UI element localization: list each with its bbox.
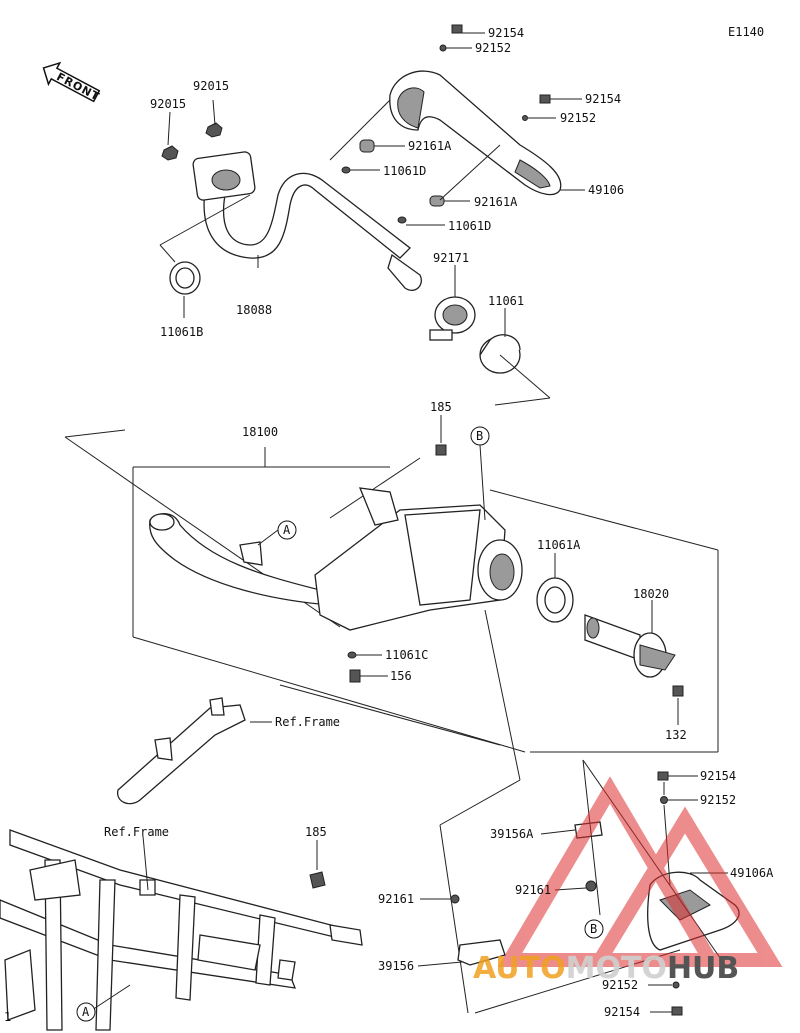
- muffler-18100: [149, 487, 523, 631]
- label-39156: 39156: [378, 959, 414, 973]
- frame-edge-label: 1: [4, 1010, 11, 1024]
- gasket-11061a: [536, 577, 574, 623]
- label-92015-b: 92015: [193, 79, 229, 93]
- nut-92015-b: [205, 122, 223, 138]
- front-arrow-icon: FRONT: [42, 61, 102, 104]
- bolt-92154-top: [451, 24, 463, 34]
- clamp-92171: [429, 296, 476, 341]
- watermark-text: AUTOMOTOHUB: [473, 951, 739, 986]
- bolt-132: [672, 685, 684, 697]
- bolt-185-bottom: [309, 871, 326, 889]
- callout-a-frame-label: A: [82, 1005, 90, 1019]
- callout-b-bottom-label: B: [590, 922, 597, 936]
- label-49106a: 49106A: [730, 866, 774, 880]
- callout-a-label: A: [283, 523, 291, 537]
- frame-bracket-ref: [117, 697, 246, 805]
- header-pipe-18088: [192, 151, 422, 291]
- label-11061d-1: 11061D: [383, 164, 426, 178]
- callout-a-frame-circle: [76, 1002, 96, 1022]
- label-92154-mid: 92154: [585, 92, 621, 106]
- label-11061c: 11061C: [385, 648, 428, 662]
- label-92161-l: 92161: [378, 892, 414, 906]
- label-185-bottom: 185: [305, 825, 327, 839]
- bolt-92154-bot: [671, 1006, 683, 1016]
- label-132: 132: [665, 728, 687, 742]
- callout-b-label: B: [476, 429, 483, 443]
- washer-92152-mid: [522, 115, 528, 121]
- label-92161-r: 92161: [515, 883, 551, 897]
- label-39156a: 39156A: [490, 827, 534, 841]
- label-18088: 18088: [236, 303, 272, 317]
- leader-lines-frame: [91, 835, 318, 1011]
- label-92154-top: 92154: [488, 26, 524, 40]
- spark-arrester-18020: [584, 614, 676, 678]
- watermark-hub: HUB: [667, 951, 739, 986]
- watermark-auto: AUTO: [473, 951, 566, 986]
- watermark-logo: [497, 776, 783, 967]
- leader-lines-top: [159, 32, 585, 406]
- label-18020: 18020: [633, 587, 669, 601]
- label-92015-a: 92015: [150, 97, 186, 111]
- label-49106: 49106: [588, 183, 624, 197]
- label-11061b: 11061B: [160, 325, 203, 339]
- label-ref-frame-2: Ref.Frame: [104, 825, 169, 839]
- leader-lines-mid: [250, 415, 679, 1014]
- callout-b-bottom-circle: [584, 919, 604, 939]
- washer-92152-top: [439, 44, 447, 52]
- bolt-185-top: [435, 444, 447, 456]
- grommet-92161a-2: [429, 195, 445, 207]
- grommet-92161-l: [450, 894, 460, 904]
- frame-assembly: [0, 829, 363, 1031]
- heat-guard-49106: [389, 70, 562, 196]
- front-label: FRONT: [54, 70, 102, 104]
- label-11061a: 11061A: [537, 538, 581, 552]
- diagram-code: E1140: [728, 25, 764, 39]
- washer-92152-bot: [672, 981, 680, 989]
- label-92161a-2: 92161A: [474, 195, 518, 209]
- label-ref-frame-1: Ref.Frame: [275, 715, 340, 729]
- washer-92152-br: [660, 796, 668, 804]
- bolt-156: [349, 669, 361, 683]
- label-92154-br: 92154: [700, 769, 736, 783]
- label-11061: 11061: [488, 294, 524, 308]
- label-185-top: 185: [430, 400, 452, 414]
- grommet-92161a-1: [359, 139, 375, 153]
- label-92161a-1: 92161A: [408, 139, 452, 153]
- label-156: 156: [390, 669, 412, 683]
- watermark-moto: MOTO: [566, 951, 667, 986]
- label-11061d-2: 11061D: [448, 219, 491, 233]
- label-18100: 18100: [242, 425, 278, 439]
- label-92152-top: 92152: [475, 41, 511, 55]
- bolt-92154-mid: [539, 94, 551, 104]
- bolt-92154-br: [657, 771, 669, 781]
- label-92152-br: 92152: [700, 793, 736, 807]
- label-92171: 92171: [433, 251, 469, 265]
- grommet-92161-r: [585, 880, 597, 892]
- washer-11061c: [347, 651, 357, 659]
- label-92152-bot: 92152: [602, 978, 638, 992]
- label-92152-mid: 92152: [560, 111, 596, 125]
- label-92154-bot: 92154: [604, 1005, 640, 1019]
- nut-92015-a: [161, 145, 179, 161]
